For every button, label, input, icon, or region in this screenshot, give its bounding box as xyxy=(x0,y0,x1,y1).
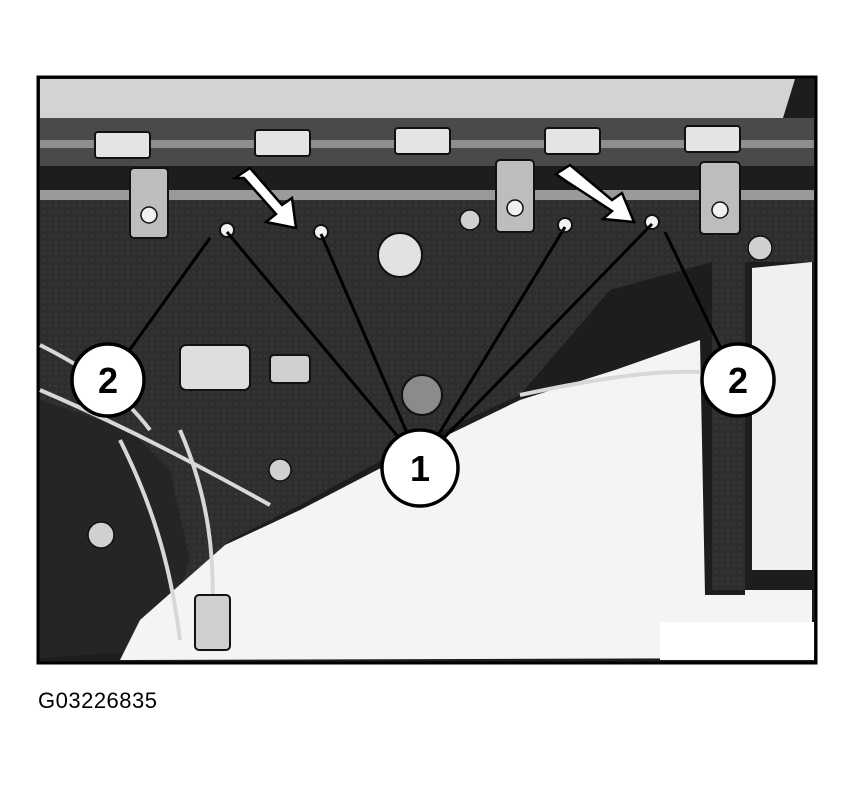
panel-opening xyxy=(120,340,812,660)
svg-text:2: 2 xyxy=(98,360,118,401)
svg-text:1: 1 xyxy=(410,448,430,489)
right-opening xyxy=(752,262,812,570)
direction-arrow-left xyxy=(230,166,298,230)
window-glass xyxy=(40,79,795,118)
lower-left-bracket xyxy=(40,400,190,658)
callout-2-right: 2 xyxy=(700,342,776,418)
leader-lines xyxy=(106,222,737,446)
fasteners xyxy=(219,214,660,240)
rail-clips xyxy=(94,125,741,159)
svg-text:2: 2 xyxy=(728,360,748,401)
panel-cutout xyxy=(179,344,251,391)
callout-1: 1 xyxy=(380,428,460,508)
figure-caption: G03226835 xyxy=(38,688,158,713)
wire-connector xyxy=(194,594,231,651)
direction-arrow-right xyxy=(553,163,636,224)
speaker-hole xyxy=(377,232,423,278)
mounting-brackets xyxy=(129,159,741,239)
callout-2-left: 2 xyxy=(70,342,146,418)
